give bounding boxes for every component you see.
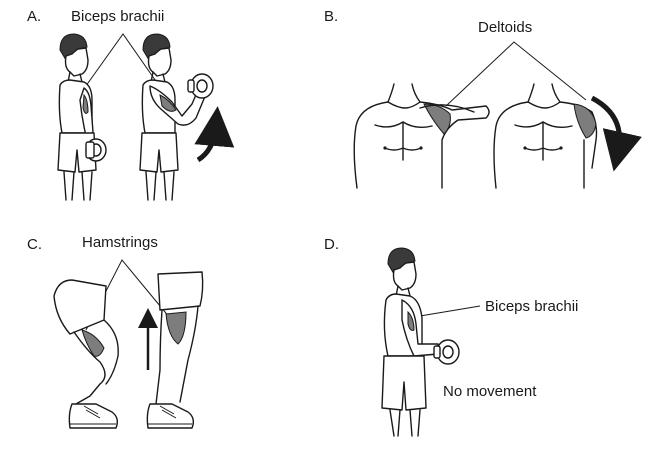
leg-knee-flexed — [53, 279, 119, 429]
panel-a-label: Biceps brachii — [71, 8, 165, 25]
downward-curved-arrow-icon — [590, 95, 642, 172]
panel-d-illustration — [381, 247, 481, 437]
panel-a-letter: A. — [27, 8, 42, 25]
man-arm-flexed — [139, 33, 214, 201]
torso-arm-raising — [493, 83, 598, 189]
panel-a-illustration — [57, 33, 235, 201]
panel-c-label: Hamstrings — [82, 234, 158, 251]
panel-b-leader-lines — [445, 41, 587, 107]
panel-d-leader-line — [419, 305, 481, 317]
torso-arms-down — [353, 83, 490, 189]
panel-b-letter: B. — [324, 8, 339, 25]
upward-curved-arrow-icon — [194, 106, 235, 163]
man-arm-extended — [57, 33, 107, 201]
man-isometric-hold — [381, 247, 460, 437]
panel-b-label: Deltoids — [478, 19, 533, 36]
panel-c-letter: C. — [27, 236, 42, 253]
leg-straight — [146, 271, 204, 429]
panel-b-illustration — [353, 41, 642, 189]
panel-d-note: No movement — [443, 383, 537, 400]
panel-c-illustration — [53, 259, 204, 429]
panel-d-label: Biceps brachii — [485, 298, 579, 315]
panel-d-letter: D. — [324, 236, 339, 253]
